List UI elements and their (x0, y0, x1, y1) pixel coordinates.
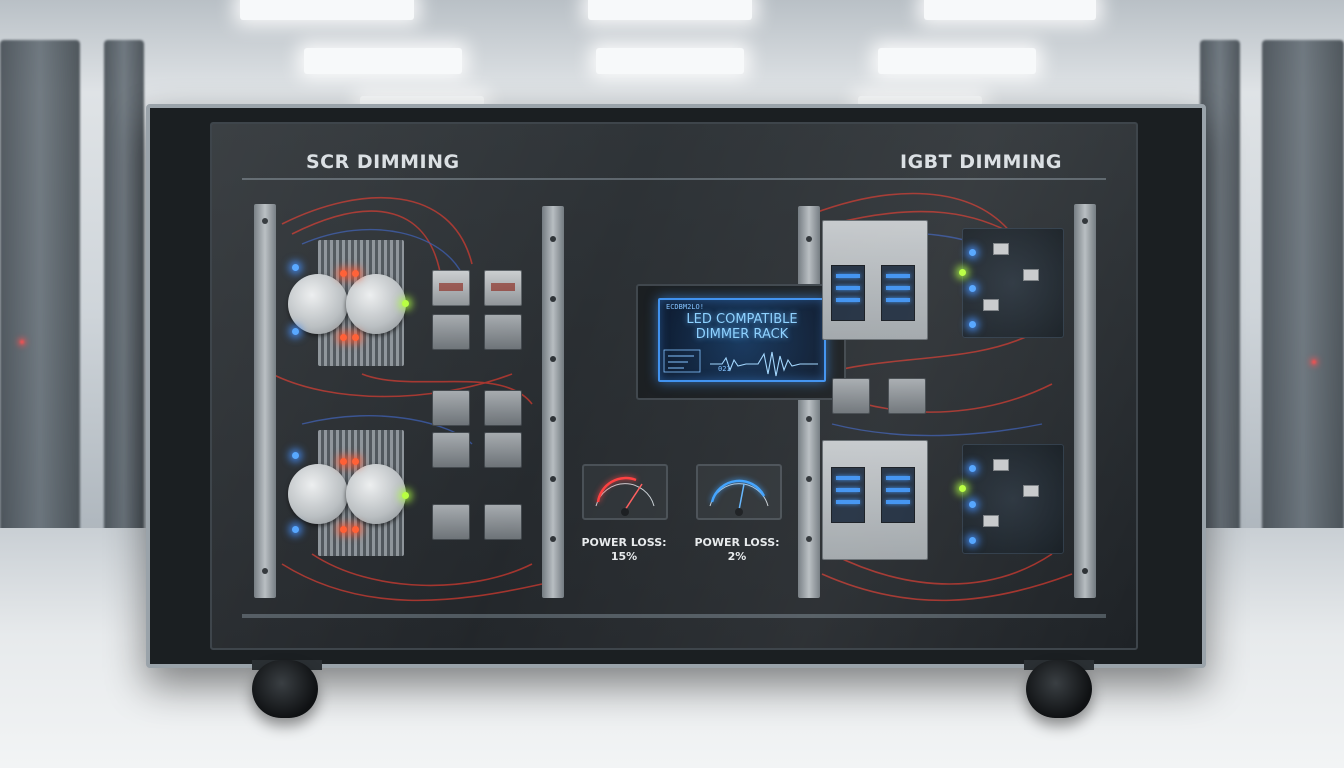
status-led (352, 458, 359, 465)
server-rack-left (104, 40, 144, 578)
ceiling-light (240, 0, 414, 20)
status-led (969, 465, 976, 472)
status-led (292, 328, 299, 335)
display-panel: ECDBM2LO! LED COMPATIBLE DIMMER RACK 021 (636, 284, 846, 400)
server-rack-right (1262, 40, 1344, 578)
mounting-rail (542, 206, 564, 598)
igbt-chip (881, 467, 915, 523)
ceiling-light (924, 0, 1096, 20)
igbt-dimming-title: IGBT DIMMING (900, 151, 1062, 173)
igbt-control-board (959, 444, 1064, 554)
relay (484, 270, 522, 306)
status-led (292, 526, 299, 533)
igbt-dimmer-module (822, 220, 928, 340)
capacitor (288, 464, 348, 524)
display-title: LED COMPATIBLE DIMMER RACK (686, 312, 798, 342)
status-led (292, 264, 299, 271)
status-led (352, 334, 359, 341)
wiring (271, 192, 1073, 602)
terminal-block (484, 504, 522, 540)
status-led (969, 249, 976, 256)
scr-dimmer-module (284, 230, 410, 374)
caster-wheel (1026, 660, 1092, 718)
ceiling-light (588, 0, 752, 20)
relay (432, 270, 470, 306)
status-led (352, 270, 359, 277)
display-header: ECDBM2LO! (666, 303, 704, 311)
status-led (402, 492, 409, 499)
cabinet-window: SCR DIMMING IGBT DIMMING (210, 122, 1138, 650)
status-led (969, 285, 976, 292)
ceiling-light (304, 48, 462, 74)
mounting-rail (798, 206, 820, 598)
status-led (959, 485, 966, 492)
terminal-block (432, 504, 470, 540)
terminal-block (484, 390, 522, 426)
mounting-rail (254, 204, 276, 598)
igbt-dimmer-module (822, 440, 928, 560)
status-led (402, 300, 409, 307)
server-rack-right (1200, 40, 1240, 578)
terminal-block (888, 378, 926, 414)
scr-dimmer-module (284, 420, 410, 564)
scr-dimming-title: SCR DIMMING (306, 151, 460, 173)
status-led (340, 334, 347, 341)
lcd-display: ECDBM2LO! LED COMPATIBLE DIMMER RACK 021 (658, 298, 826, 382)
scr-power-loss-label: POWER LOSS: 15% (581, 536, 667, 563)
dimmer-rack-cabinet: SCR DIMMING IGBT DIMMING (146, 104, 1206, 668)
status-led (969, 321, 976, 328)
status-led (292, 452, 299, 459)
ceiling-light (596, 48, 744, 74)
scr-power-meter (582, 464, 668, 520)
igbt-chip (831, 467, 865, 523)
terminal-block (432, 390, 470, 426)
terminal-block (484, 432, 522, 468)
mounting-rail (1074, 204, 1096, 598)
waveform-graphic (663, 349, 818, 377)
status-led (352, 526, 359, 533)
ceiling-light (360, 96, 484, 106)
capacitor (346, 464, 406, 524)
server-rack-left (0, 40, 80, 578)
status-led (340, 526, 347, 533)
capacitor (346, 274, 406, 334)
relay (484, 314, 522, 350)
status-led (340, 270, 347, 277)
caster-wheel (252, 660, 318, 718)
ceiling-light (858, 96, 982, 106)
status-led (969, 501, 976, 508)
ceiling-light (878, 48, 1036, 74)
status-led (969, 537, 976, 544)
status-led (340, 458, 347, 465)
igbt-chip (831, 265, 865, 321)
igbt-chip (881, 265, 915, 321)
terminal-block (832, 378, 870, 414)
igbt-power-loss-label: POWER LOSS: 2% (694, 536, 780, 563)
igbt-power-meter (696, 464, 782, 520)
status-led (959, 269, 966, 276)
terminal-block (432, 432, 470, 468)
display-footer: 021 (718, 365, 731, 373)
capacitor (288, 274, 348, 334)
relay (432, 314, 470, 350)
igbt-control-board (959, 228, 1064, 338)
